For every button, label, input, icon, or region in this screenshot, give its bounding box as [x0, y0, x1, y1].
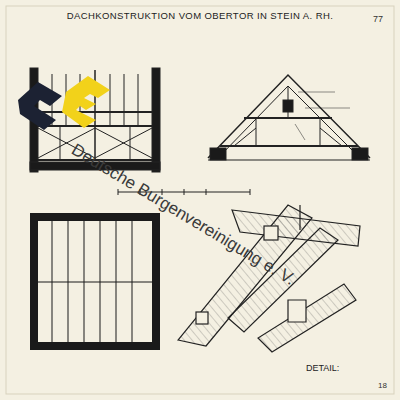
page-number: 77: [373, 14, 383, 24]
sheet-number: 18: [378, 381, 387, 390]
watermark: Deutsche Burgenvereinigung e. V.: [68, 140, 299, 290]
roof-section-drawing: [208, 75, 370, 160]
watermark-logo: [18, 76, 110, 130]
plan-drawing: [34, 217, 156, 346]
sheet-border: [6, 6, 394, 394]
detail-label: DETAIL:: [306, 363, 339, 373]
title: DACHKONSTRUKTION VOM OBERTOR IN STEIN A.…: [67, 10, 333, 21]
